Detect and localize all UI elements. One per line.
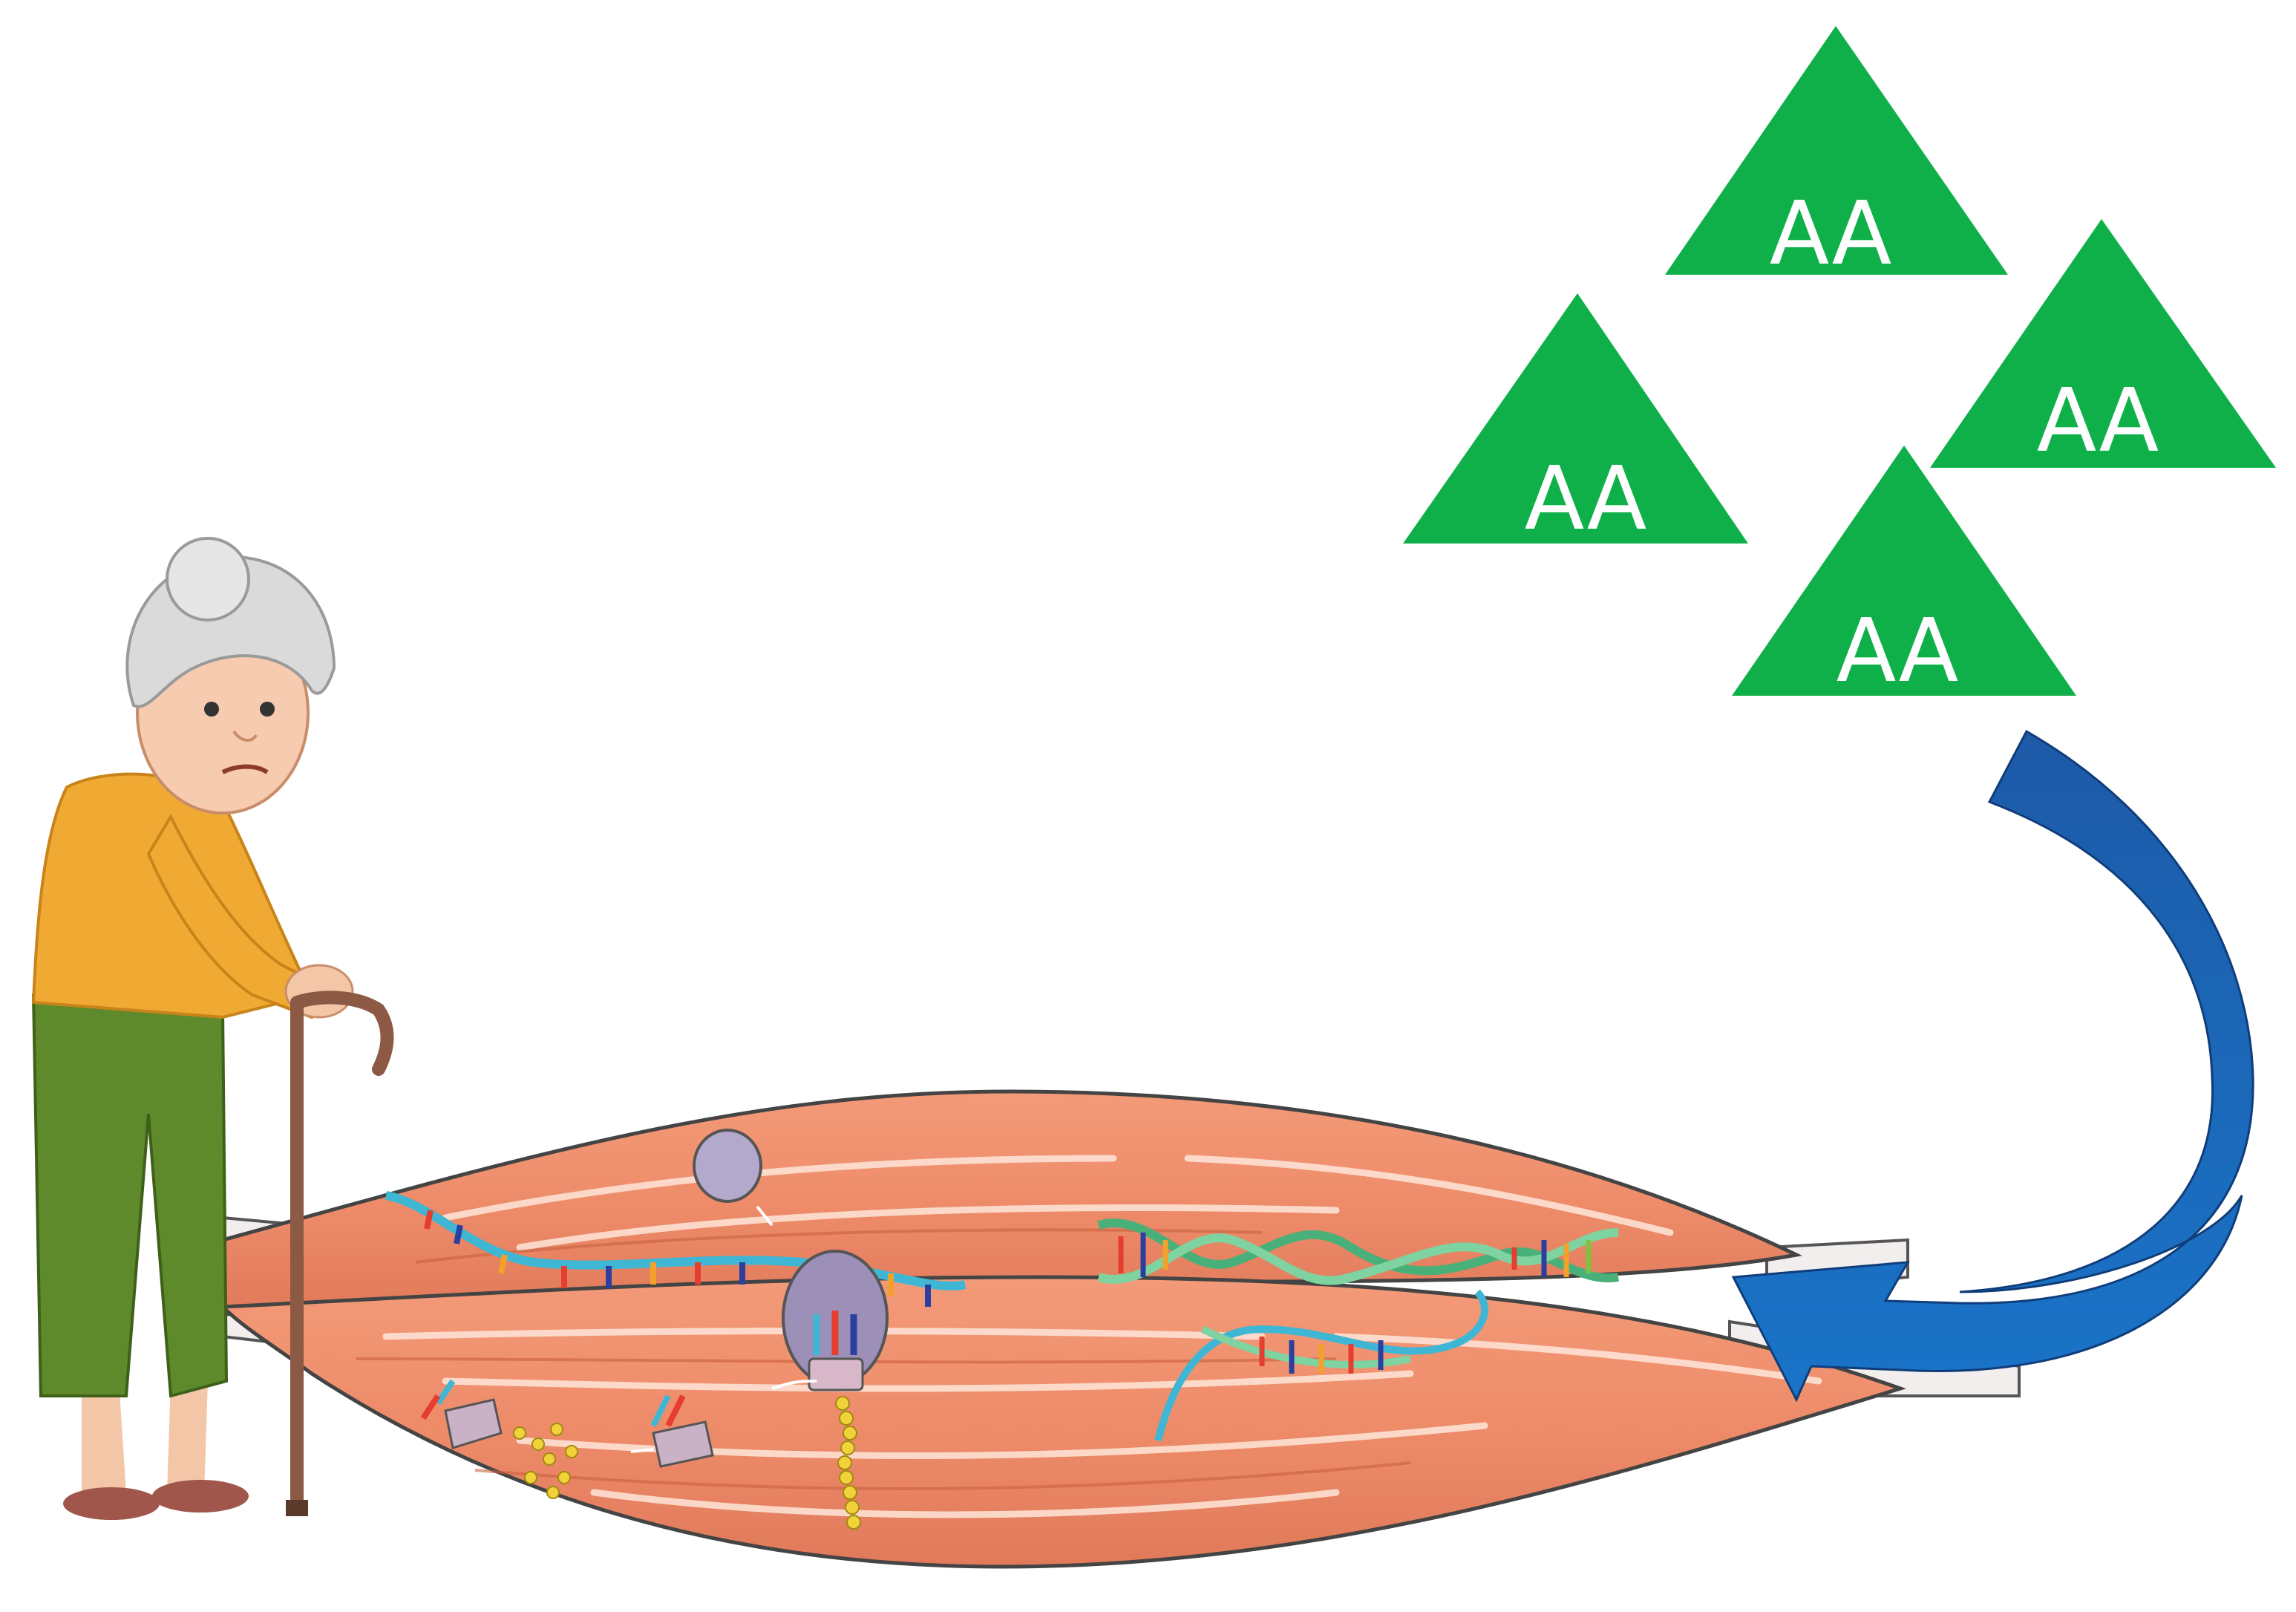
ribosome-small-subunit <box>693 1129 762 1203</box>
amino-acid-triangle: AA <box>1930 219 2276 471</box>
amino-acid-triangle: AA <box>1665 26 2008 284</box>
amino-acid-cluster: AA AA AA AA <box>1403 26 2276 702</box>
amino-acid-label: AA <box>1770 182 1892 284</box>
right-shoe <box>152 1480 249 1513</box>
skeletal-muscle <box>218 1089 2021 1569</box>
translation-illustration <box>385 1129 967 1530</box>
peptide-chain <box>835 1396 861 1530</box>
trna-molecule <box>650 1394 714 1468</box>
ribosome-trna-slot <box>808 1357 864 1391</box>
left-shoe <box>63 1487 160 1520</box>
amino-acid-triangle: AA <box>1403 293 1748 549</box>
amino-acid-label: AA <box>1525 447 1647 549</box>
elderly-woman-with-cane <box>31 537 394 1520</box>
dna-double-helix <box>1097 1218 1619 1442</box>
amino-acid-label: AA <box>1837 599 1959 702</box>
mrna-bases <box>424 1210 931 1307</box>
curved-arrow-icon <box>1731 729 2254 1403</box>
amino-acid-label: AA <box>2037 369 2159 471</box>
cane <box>290 991 394 1514</box>
free-amino-acids <box>513 1423 578 1499</box>
ribosome <box>782 1250 889 1391</box>
amino-acid-triangle: AA <box>1732 446 2076 702</box>
green-pants <box>31 989 229 1398</box>
trna-molecule <box>420 1379 503 1449</box>
